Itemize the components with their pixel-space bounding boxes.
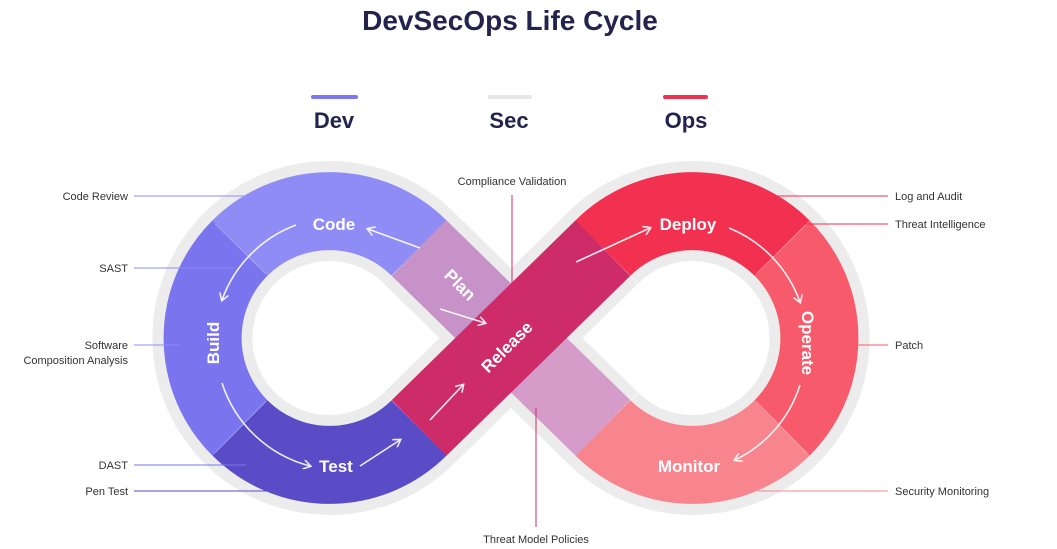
annotation-sast: SAST (99, 263, 128, 275)
deploy-segment (575, 172, 810, 277)
legend-dev-label: Dev (314, 108, 355, 133)
annotation-sca-line1: Software (85, 340, 128, 352)
leader-lines (134, 195, 888, 527)
legend-ops-label: Ops (665, 108, 708, 133)
stage-operate-label: Operate (798, 311, 817, 375)
infinity-loop: Code Build Test Plan Release Deploy Oper… (152, 161, 870, 515)
stage-code-label: Code (313, 215, 356, 234)
ops-loop (575, 172, 859, 504)
legend-sec-label: Sec (489, 108, 528, 133)
operate-segment (753, 220, 859, 456)
annotation-pen-test: Pen Test (85, 486, 128, 498)
annotation-code-review: Code Review (63, 191, 128, 203)
annotation-compliance-validation: Compliance Validation (458, 176, 567, 188)
code-segment (212, 172, 447, 277)
annotation-patch: Patch (895, 340, 923, 352)
legend: Dev Sec Ops (311, 95, 708, 133)
annotation-security-monitoring: Security Monitoring (895, 486, 989, 498)
stage-deploy-label: Deploy (660, 215, 717, 234)
monitor-segment (575, 399, 810, 504)
annotation-threat-model-policies: Threat Model Policies (483, 534, 589, 546)
flow-arrows (222, 224, 800, 466)
build-segment (163, 220, 269, 456)
annotation-sca-line2: Composition Analysis (23, 355, 128, 367)
annotations: Code Review SAST Software Composition An… (23, 176, 989, 546)
diagram-title: DevSecOps Life Cycle (362, 5, 658, 36)
stage-test-label: Test (319, 457, 353, 476)
stage-monitor-label: Monitor (658, 457, 721, 476)
annotation-log-and-audit: Log and Audit (895, 191, 962, 203)
stage-build-label: Build (204, 322, 223, 365)
annotation-threat-intelligence: Threat Intelligence (895, 219, 986, 231)
dev-loop (163, 172, 447, 504)
annotation-dast: DAST (99, 460, 129, 472)
